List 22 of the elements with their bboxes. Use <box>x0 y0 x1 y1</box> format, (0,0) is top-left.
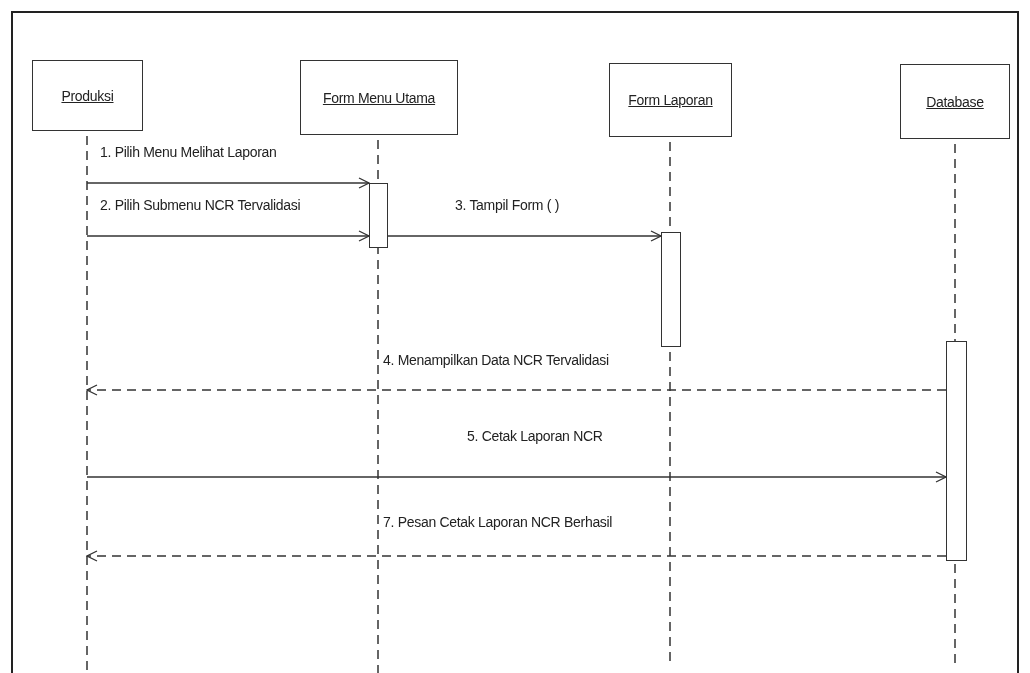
object-box <box>609 63 732 137</box>
activation-bar <box>946 341 967 561</box>
message-arrow <box>86 471 947 483</box>
object-name: Form Laporan <box>628 92 713 108</box>
message-label: 2. Pilih Submenu NCR Tervalidasi <box>100 197 301 213</box>
message-label: 7. Pesan Cetak Laporan NCR Berhasil <box>383 514 613 530</box>
message-label: 1. Pilih Menu Melihat Laporan <box>100 144 277 160</box>
message-arrow <box>86 230 370 242</box>
message-label: 3. Tampil Form ( ) <box>455 197 560 213</box>
message-arrow <box>86 177 370 189</box>
object-name: Produksi <box>61 87 114 104</box>
object-box <box>300 60 458 135</box>
object-box <box>900 64 1010 139</box>
message-label: 4. Menampilkan Data NCR Tervalidasi <box>383 352 609 368</box>
activation-bar <box>661 232 681 347</box>
object-name: Database <box>926 93 984 110</box>
activation-bar <box>369 183 388 248</box>
object-name: Form Menu Utama <box>322 89 436 106</box>
message-arrow <box>86 384 947 396</box>
message-arrow <box>86 550 947 562</box>
message-arrow <box>387 230 662 242</box>
message-label: 5. Cetak Laporan NCR <box>467 428 603 444</box>
